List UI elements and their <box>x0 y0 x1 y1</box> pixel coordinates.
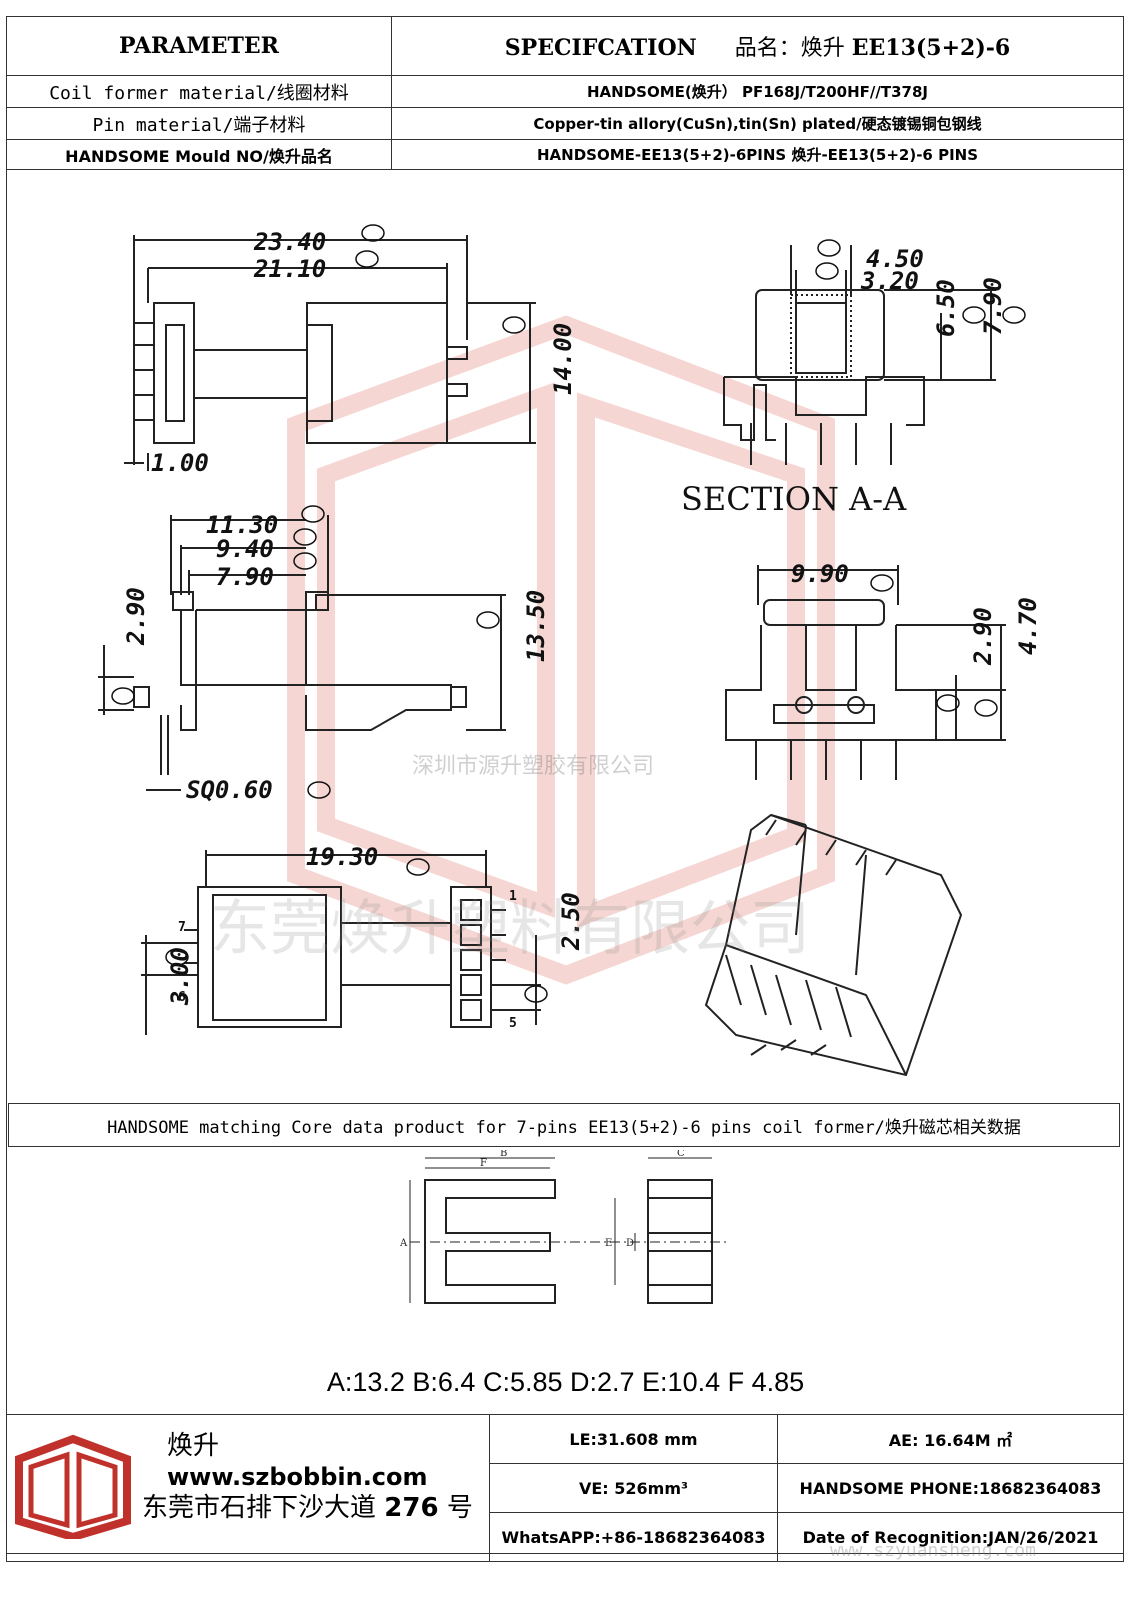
footer-brand: 焕升 <box>167 1431 220 1461</box>
dim-k-value: 2.90 <box>122 587 150 646</box>
phone-value: HANDSOME PHONE:18682364083 <box>777 1463 1124 1513</box>
watermark-company-large: 东莞焕升塑料有限公司 <box>210 894 810 964</box>
footer-address-number: 276 <box>384 1493 439 1523</box>
pin-material-label: Pin material/端子材料 <box>6 107 392 140</box>
dim-i-value: 9.40 <box>216 535 274 563</box>
front-view-mid-left <box>98 515 506 791</box>
dim-e-value: 3.20 <box>860 267 919 295</box>
dim-g-value: 7.90 <box>979 277 1007 335</box>
pin-material-value: Copper-tin allory(CuSn),tin(Sn) plated/硬… <box>391 107 1124 140</box>
specification-heading: SPECIFCATION 品名：焕升 EE13(5+2)-6 <box>391 16 1124 76</box>
dim-l-value: 13.50 <box>522 590 550 662</box>
core-data-values: A:13.2 B:6.4 C:5.85 D:2.7 E:10.4 F 4.85 <box>326 1367 805 1397</box>
whatsapp-value: WhatsAPP:+86-18682364083 <box>489 1512 778 1562</box>
circled-reference-letters <box>111 224 1026 1003</box>
footer-table: 焕升 www.szbobbin.com 东莞市石排下沙大道 276 号 LE:3… <box>6 1414 1124 1562</box>
core-label-a: A <box>399 1238 408 1249</box>
pin-label-6: 6 <box>178 990 186 1005</box>
dim-n-value: 9.90 <box>791 560 849 588</box>
footer-address-suffix: 号 <box>446 1493 473 1523</box>
pin-label-1: 1 <box>509 889 517 904</box>
red-logo-watermark <box>287 315 835 985</box>
dim-1-value: 1.00 <box>151 449 209 477</box>
dim-d-value: 4.50 <box>866 245 924 273</box>
product-name-value: EE13(5+2)-6 <box>851 35 1011 61</box>
product-name-label: 品名：焕升 <box>734 36 845 61</box>
section-title: SECTION A-A <box>681 480 907 518</box>
dim-f-value: 6.50 <box>932 279 960 337</box>
parameter-heading: PARAMETER <box>6 16 392 76</box>
watermark-company-small: 深圳市源升塑胶有限公司 <box>412 754 655 779</box>
footer-address-prefix: 东莞市石排下沙大道 <box>142 1493 377 1523</box>
footer-address: 东莞市石排下沙大道 276 号 <box>142 1487 473 1524</box>
ve-value: VE: 526mm³ <box>489 1463 778 1513</box>
dim-a-value: 23.40 <box>253 228 326 256</box>
ae-value: AE: 16.64M ㎡ <box>777 1414 1124 1464</box>
core-drawing: A B C D E F <box>399 1150 730 1304</box>
dim-m-value: SQ0.60 <box>186 776 273 804</box>
dimension-labels: 23.40 21.10 14.00 1.00 4.50 3.20 6.50 7.… <box>122 228 1042 1006</box>
dim-j-value: 7.90 <box>216 563 274 591</box>
spec-label: SPECIFCATION <box>504 35 697 61</box>
footer-brand-line: 焕升 www.szbobbin.com <box>167 1425 489 1492</box>
date-value: Date of Recognition:JAN/26/2021 <box>777 1512 1124 1562</box>
core-label-b: B <box>500 1150 507 1159</box>
isometric-view <box>704 813 963 1077</box>
side-view-top-left <box>124 235 536 471</box>
technical-drawing: 23.40 21.10 14.00 1.00 4.50 3.20 6.50 7.… <box>98 224 1042 1077</box>
bottom-view-lower-left <box>141 850 541 1035</box>
dim-c-value: 14.00 <box>549 323 577 395</box>
core-data-band: HANDSOME matching Core data product for … <box>8 1103 1120 1147</box>
core-label-d: D <box>626 1238 634 1249</box>
section-a-a-view <box>723 245 996 465</box>
dim-r-value: 3.00 <box>166 947 194 1006</box>
dim-p-value: 4.70 <box>1014 597 1042 655</box>
core-label-e: E <box>605 1238 612 1249</box>
footer-brand-cell: 焕升 www.szbobbin.com 东莞市石排下沙大道 276 号 <box>6 1414 490 1562</box>
end-view-mid-right <box>725 565 1006 780</box>
coil-former-material-value: HANDSOME(焕升） PF168J/T200HF//T378J <box>391 75 1124 108</box>
dim-b-value: 21.10 <box>253 255 326 283</box>
handsome-logo-icon <box>15 1434 131 1539</box>
pin-label-7: 7 <box>178 920 186 935</box>
pin-label-5: 5 <box>509 1016 517 1031</box>
mould-no-value: HANDSOME-EE13(5+2)-6PINS 焕升-EE13(5+2)-6 … <box>391 139 1124 170</box>
coil-former-material-label: Coil former material/线圈材料 <box>6 75 392 108</box>
core-label-c: C <box>677 1150 685 1159</box>
mould-no-label: HANDSOME Mould NO/焕升品名 <box>6 139 392 170</box>
le-value: LE:31.608 mm <box>489 1414 778 1464</box>
core-data-band-text: HANDSOME matching Core data product for … <box>107 1117 1021 1138</box>
core-label-f: F <box>480 1158 487 1169</box>
footer-website: www.szbobbin.com <box>167 1463 428 1491</box>
dim-q-value: 19.30 <box>306 843 378 871</box>
spec-header-table: PARAMETER SPECIFCATION 品名：焕升 EE13(5+2)-6… <box>6 16 1124 170</box>
dim-o-value: 2.90 <box>969 607 997 666</box>
watermark-url: www.szyuansheng.com <box>830 1540 1036 1561</box>
pin-number-labels: 1 5 6 7 <box>178 889 517 1031</box>
dim-s-value: 2.50 <box>557 892 585 951</box>
dim-h-value: 11.30 <box>206 511 278 539</box>
